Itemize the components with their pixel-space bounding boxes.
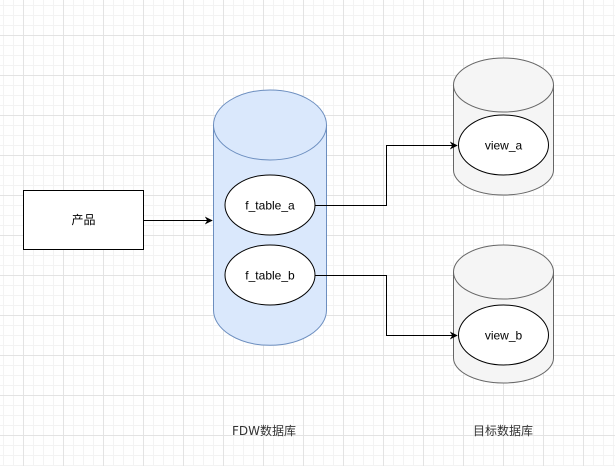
edge-f-table-b-to-view-b[interactable] [315,275,458,340]
f-table-a-node[interactable]: f_table_a [224,174,316,236]
f-table-a-label: f_table_a [245,199,295,213]
product-node[interactable]: 产品 [23,190,144,250]
view-a-node[interactable]: view_a [458,114,549,176]
view-b-node[interactable]: view_b [458,304,549,366]
view-a-label: view_a [485,139,523,153]
view-b-label: view_b [485,329,523,343]
fdw-database-caption: FDW数据库 [232,423,296,438]
f-table-b-label: f_table_b [245,269,295,283]
f-table-b-node[interactable]: f_table_b [224,244,316,306]
target-database-caption: 目标数据库 [473,423,533,438]
edge-f-table-a-to-view-a[interactable] [315,141,458,206]
product-label: 产品 [71,213,95,227]
